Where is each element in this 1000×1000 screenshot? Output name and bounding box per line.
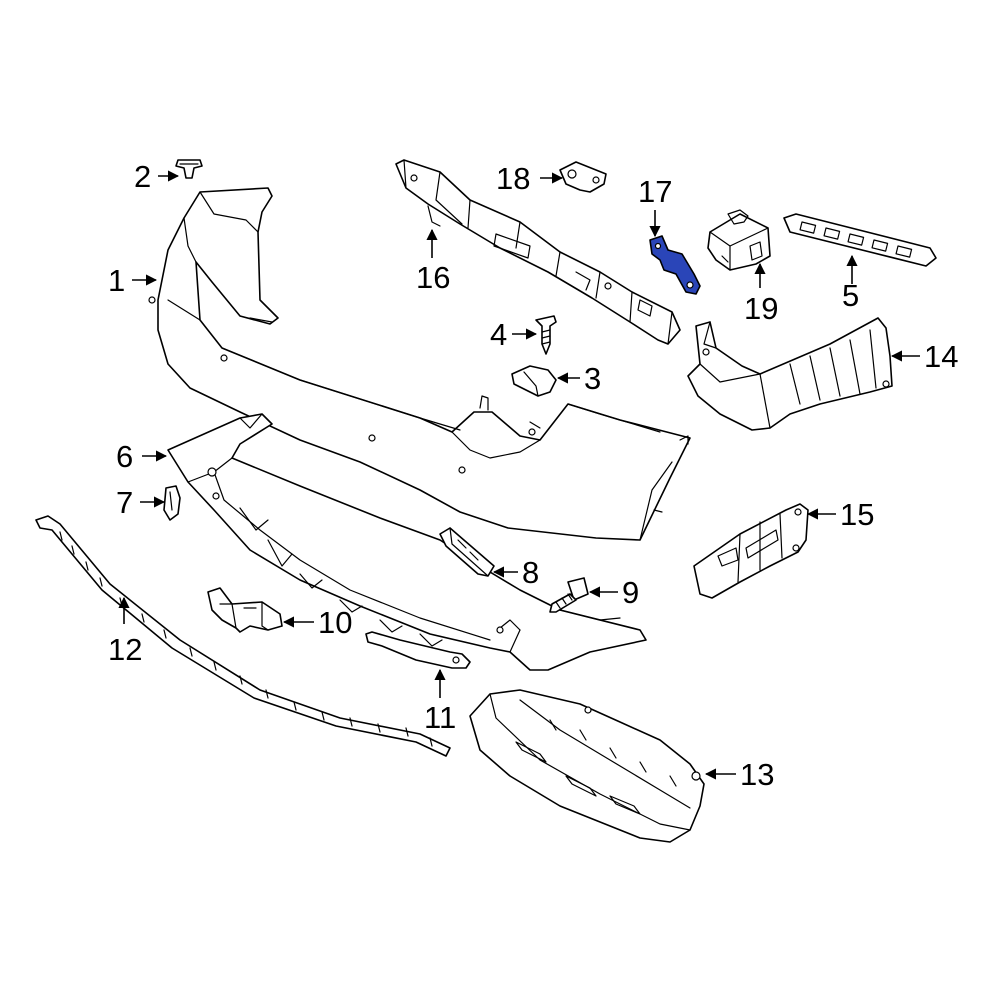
callout-3: 3 [584, 361, 601, 396]
callout-15: 15 [840, 497, 874, 532]
callout-11: 11 [424, 700, 456, 735]
side-bracket[interactable] [687, 317, 893, 431]
clip[interactable] [175, 159, 203, 179]
callout-17: 17 [638, 174, 672, 209]
cap[interactable] [163, 485, 181, 521]
callout-8: 8 [522, 555, 539, 590]
callout-18: 18 [496, 161, 530, 196]
callout-4: 4 [490, 317, 507, 352]
trim-strip[interactable] [365, 631, 471, 669]
callout-7: 7 [116, 485, 133, 520]
corner-bracket[interactable] [511, 365, 557, 397]
leader-lines [118, 170, 920, 780]
callout-labels: 1 2 3 4 5 6 7 8 9 10 11 12 13 14 15 16 1… [108, 159, 958, 792]
block-8[interactable] [439, 527, 495, 577]
bolt[interactable] [549, 577, 589, 613]
callout-10: 10 [318, 605, 352, 640]
side-bracket-lower[interactable] [693, 503, 809, 599]
undercover[interactable] [469, 689, 705, 843]
callout-16: 16 [416, 260, 450, 295]
callout-12: 12 [108, 632, 142, 667]
highlighted-bracket-shape [649, 235, 701, 295]
lower-valance[interactable] [167, 413, 647, 671]
bracket-strip[interactable] [783, 213, 937, 267]
callout-2: 2 [134, 159, 151, 194]
callout-14: 14 [924, 339, 958, 374]
bracket-10[interactable] [207, 587, 283, 633]
callout-13: 13 [740, 757, 774, 792]
reinforcement-beam[interactable] [395, 159, 681, 345]
bumper-cover[interactable] [148, 187, 691, 541]
bracket-18[interactable] [559, 161, 607, 193]
callout-19: 19 [744, 291, 778, 326]
screw-4[interactable] [535, 315, 557, 355]
callout-6: 6 [116, 439, 133, 474]
lower-molding-strip[interactable] [35, 515, 451, 757]
sensor[interactable] [707, 209, 771, 271]
callout-1: 1 [108, 263, 125, 298]
callout-5: 5 [842, 278, 859, 313]
callout-9: 9 [622, 575, 639, 610]
highlighted-bracket[interactable] [649, 235, 701, 295]
